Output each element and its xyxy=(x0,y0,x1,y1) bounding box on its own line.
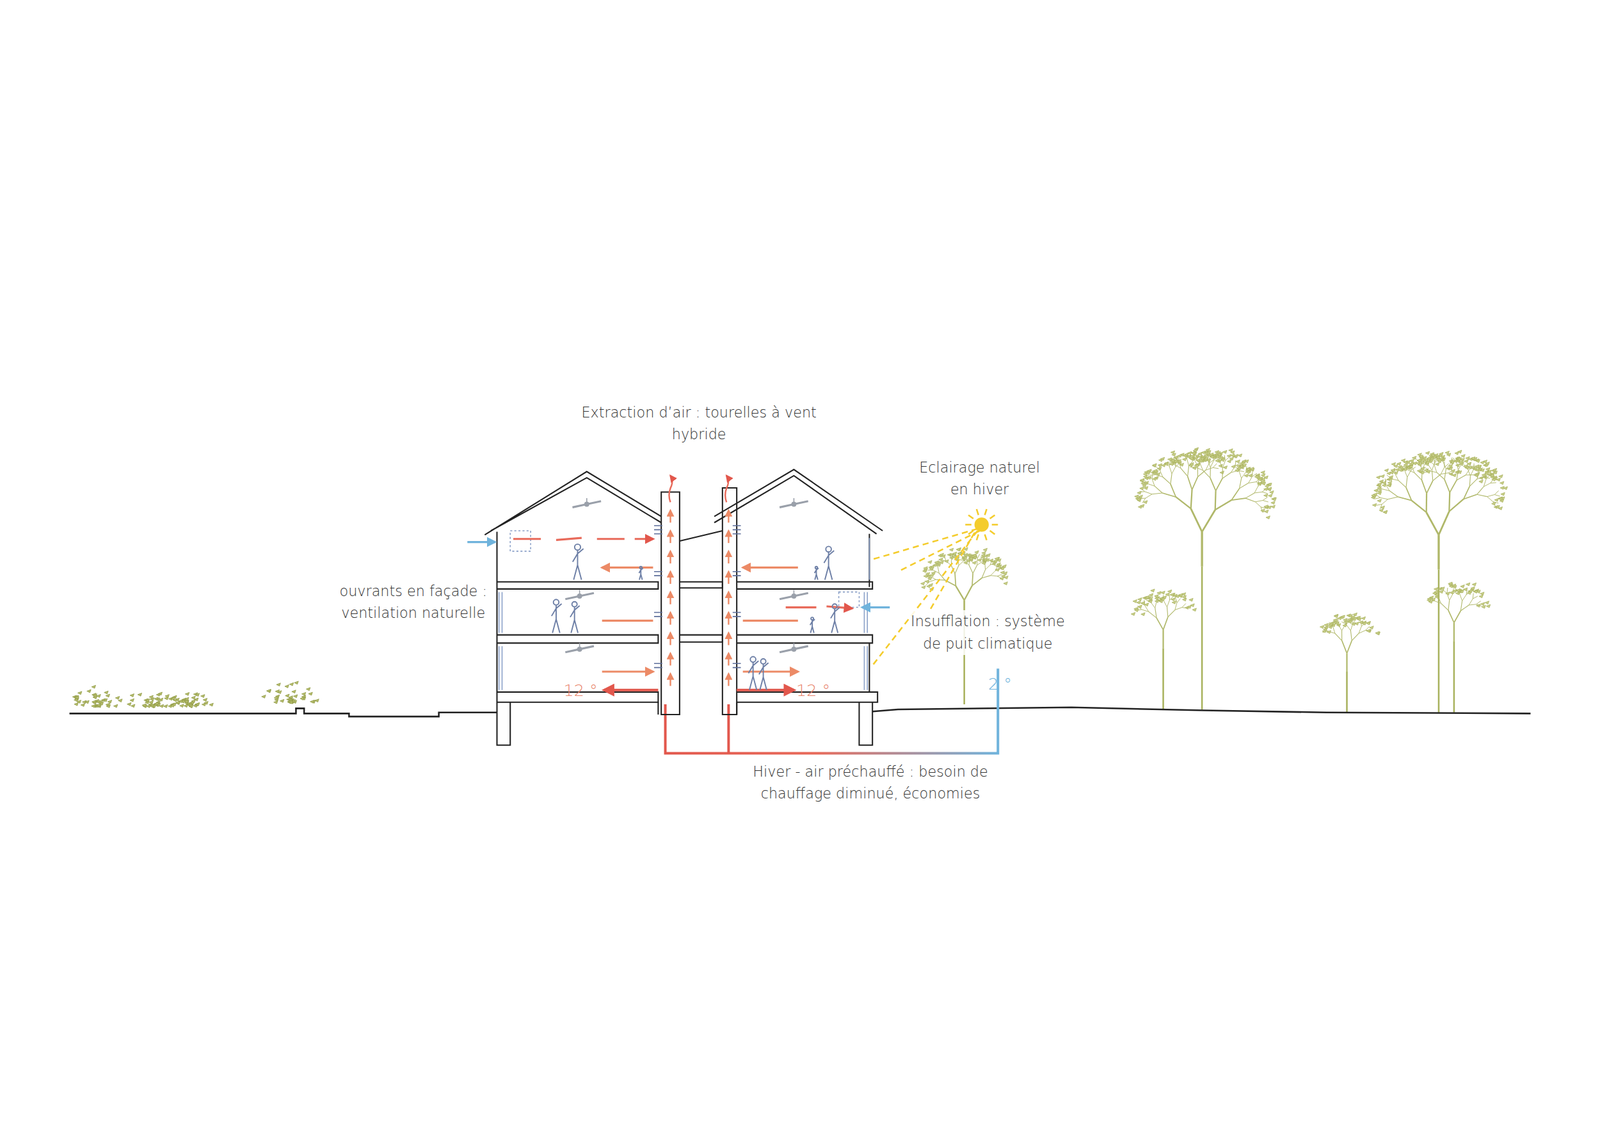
shrub xyxy=(127,691,181,708)
temperature-label: 12 ° xyxy=(792,677,834,704)
tree xyxy=(1130,588,1197,710)
temperature-label: 2 ° xyxy=(982,671,1017,697)
tree xyxy=(1427,581,1491,713)
tree xyxy=(1319,612,1380,713)
person xyxy=(823,545,834,580)
shrub xyxy=(72,684,123,708)
person xyxy=(830,603,840,633)
shrub xyxy=(170,691,214,708)
shrub xyxy=(261,680,319,704)
callout-text: ouvrants en façade : ventilation naturel… xyxy=(331,579,495,624)
temperature-label: 12 ° xyxy=(560,677,601,704)
person xyxy=(638,566,643,580)
person xyxy=(748,656,759,690)
person xyxy=(759,658,769,690)
person xyxy=(572,544,584,580)
tree xyxy=(1370,449,1508,713)
callout-text: Extraction d’air : tourelles à vent hybr… xyxy=(579,401,820,446)
person xyxy=(810,616,815,633)
tree xyxy=(1134,447,1277,710)
callout-text: Hiver - air préchauffé : besoin de chauf… xyxy=(743,760,999,805)
callout-text: Insufflation : système de puit climatiqu… xyxy=(908,609,1067,655)
callout-text: Eclairage naturel en hiver xyxy=(915,456,1044,501)
person xyxy=(570,601,580,633)
person xyxy=(814,566,819,580)
person xyxy=(551,599,562,633)
